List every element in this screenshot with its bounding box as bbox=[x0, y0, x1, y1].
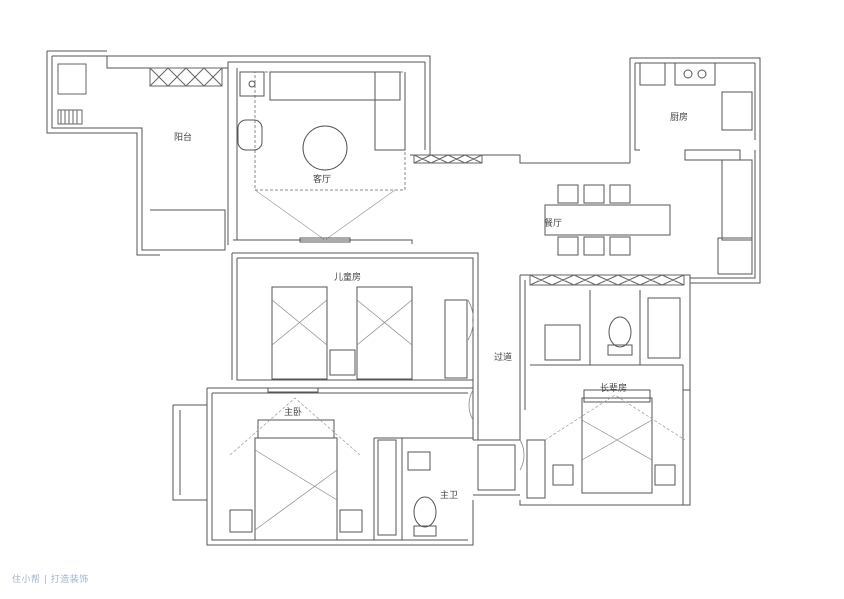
windows bbox=[57, 63, 685, 286]
room-label-master-bedroom: 主卧 bbox=[284, 408, 303, 418]
master-bath-fixtures bbox=[407, 451, 437, 537]
room-label-living-room: 客厅 bbox=[313, 175, 332, 185]
kids-room-furniture bbox=[271, 286, 468, 380]
kitchen-dining-furniture bbox=[544, 62, 753, 275]
common-bath-fixtures bbox=[544, 290, 681, 365]
room-label-master-bath: 主卫 bbox=[440, 491, 459, 501]
doors bbox=[467, 299, 525, 471]
room-label-elder-room: 长辈房 bbox=[600, 384, 628, 394]
watermark: 住小帮 | 打造装饰 bbox=[12, 575, 89, 585]
living-room-furniture bbox=[237, 71, 406, 243]
master-bedroom-furniture bbox=[229, 387, 397, 541]
room-label-kids-room: 儿童房 bbox=[334, 273, 362, 283]
room-label-corridor: 过道 bbox=[494, 353, 513, 363]
elder-room-furniture bbox=[526, 389, 686, 499]
room-label-balcony: 阳台 bbox=[174, 133, 193, 143]
room-label-kitchen: 厨房 bbox=[670, 113, 689, 123]
room-label-dining-room: 餐厅 bbox=[544, 219, 563, 229]
